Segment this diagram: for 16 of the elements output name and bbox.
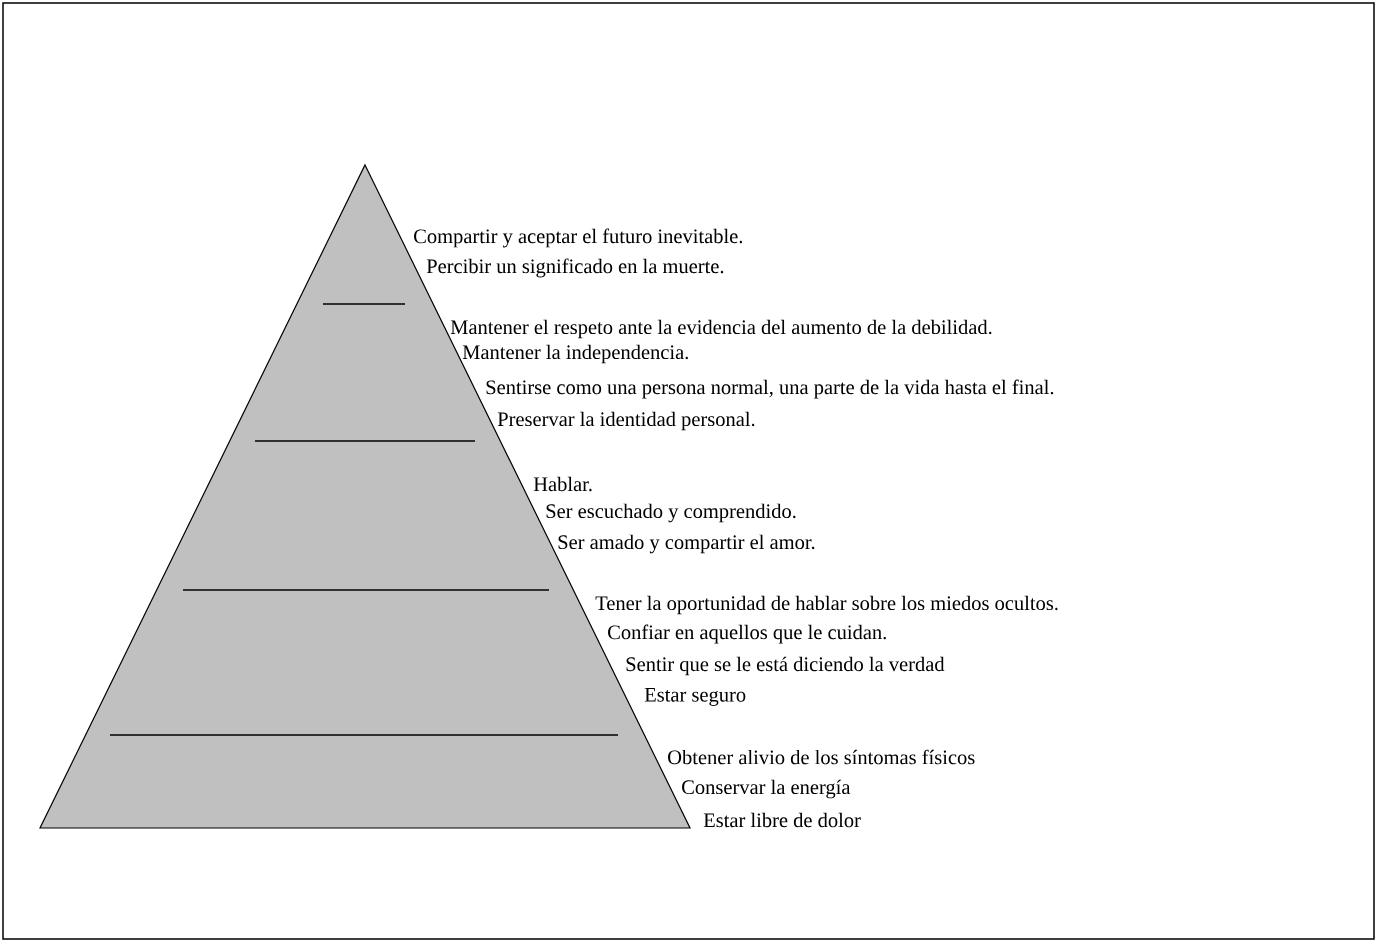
need-label: Obtener alivio de los síntomas físicos xyxy=(668,749,975,765)
need-label: Mantener el respeto ante la evidencia del aumento de la debilidad. xyxy=(450,319,992,339)
need-label: Sentirse como una persona normal, una parte de la vida hasta el final. xyxy=(486,379,1054,399)
need-label: Hablar. xyxy=(533,476,592,492)
need-label: Ser amado y compartir el amor. xyxy=(558,534,815,554)
need-label: Estar libre de dolor xyxy=(703,812,861,828)
need-label: Tener la oportunidad de hablar sobre los miedos ocultos. xyxy=(595,595,1058,615)
need-label: Mantener la independencia. xyxy=(462,344,688,364)
need-label: Preservar la identidad personal. xyxy=(497,411,755,431)
need-label: Compartir y aceptar el futuro inevitable. xyxy=(414,228,743,248)
need-label: Percibir un significado en la muerte. xyxy=(426,258,724,278)
need-label: Confiar en aquellos que le cuidan. xyxy=(608,624,886,644)
need-label: Ser escuchado y comprendido. xyxy=(546,503,796,523)
need-label: Conservar la energía xyxy=(682,779,851,799)
need-label: Sentir que se le está diciendo la verdad xyxy=(626,656,945,676)
need-label: Estar seguro xyxy=(644,688,746,706)
